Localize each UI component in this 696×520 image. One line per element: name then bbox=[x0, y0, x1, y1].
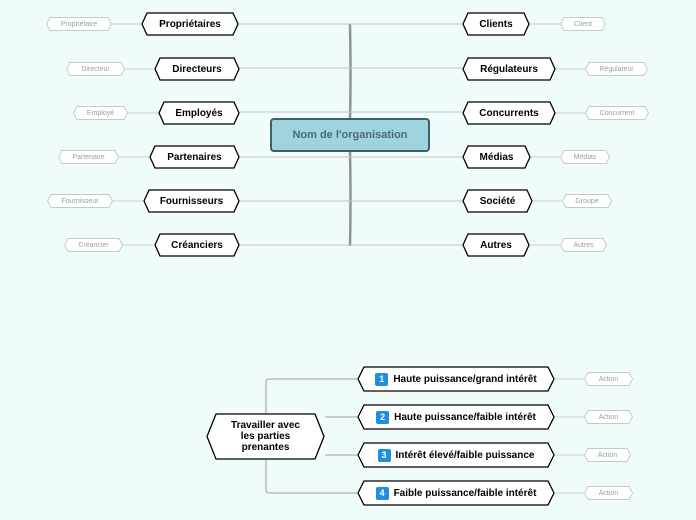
branch-societe[interactable]: Société bbox=[462, 189, 533, 213]
plan-connector bbox=[265, 460, 357, 494]
action-label: Action bbox=[598, 489, 619, 497]
branch-concurrents[interactable]: Concurrents bbox=[462, 101, 556, 125]
branch-label: Partenaires bbox=[167, 151, 222, 163]
subtopic-label: Partenaire bbox=[72, 153, 105, 161]
subtopic-employe[interactable]: Employé bbox=[72, 106, 129, 120]
branch-label: Autres bbox=[480, 239, 512, 251]
subtopic-label: Employé bbox=[86, 109, 115, 117]
branch-medias[interactable]: Médias bbox=[462, 145, 531, 169]
number-1-icon: 1 bbox=[375, 372, 389, 386]
central-topic[interactable]: Nom de l'organisation bbox=[270, 118, 430, 152]
plan-item-label: Haute puissance/grand intérêt bbox=[393, 373, 537, 385]
branch-label: Clients bbox=[479, 18, 513, 30]
branch-creanciers[interactable]: Créanciers bbox=[154, 233, 240, 257]
action-label: Action bbox=[597, 451, 618, 459]
subtopic-fournisseur[interactable]: Fournisseur bbox=[46, 194, 114, 208]
subtopic-label: Autres bbox=[573, 241, 594, 249]
subtopic-label: Groupe bbox=[575, 197, 599, 205]
subtopic-regulateur[interactable]: Régulateur bbox=[584, 62, 649, 76]
branch-label: Employés bbox=[175, 107, 223, 119]
branch-fournisseurs[interactable]: Fournisseurs bbox=[143, 189, 240, 213]
subtopic-label: Régulateur bbox=[599, 65, 634, 73]
action-2[interactable]: Action bbox=[583, 410, 634, 424]
plan-item-2[interactable]: 2 Haute puissance/faible intérêt bbox=[357, 404, 555, 430]
trunk-line bbox=[348, 23, 352, 120]
action-label: Action bbox=[598, 375, 619, 383]
subtopic-label: Fournisseur bbox=[61, 197, 99, 205]
branch-label: Société bbox=[479, 195, 516, 207]
subtopic-concurrent[interactable]: Concurrent bbox=[584, 106, 650, 120]
number-4-icon: 4 bbox=[375, 486, 389, 500]
trunk-line bbox=[348, 150, 352, 247]
action-3[interactable]: Action bbox=[583, 448, 632, 462]
action-1[interactable]: Action bbox=[583, 372, 634, 386]
branch-proprietaires[interactable]: Propriétaires bbox=[141, 12, 239, 36]
branch-clients[interactable]: Clients bbox=[462, 12, 530, 36]
plan-item-label: Haute puissance/faible intérêt bbox=[394, 411, 536, 423]
branch-label: Médias bbox=[479, 151, 514, 163]
branch-employes[interactable]: Employés bbox=[158, 101, 240, 125]
plan-root-label: Travailler avec les parties prenantes bbox=[231, 420, 300, 453]
subtopic-label: Propriétaire bbox=[60, 20, 98, 28]
subtopic-label: Créancier bbox=[78, 241, 109, 249]
action-label: Action bbox=[598, 413, 619, 421]
plan-item-label: Faible puissance/faible intérêt bbox=[393, 487, 537, 499]
subtopic-label: Client bbox=[574, 20, 592, 28]
number-3-icon: 3 bbox=[377, 448, 391, 462]
subtopic-creancier[interactable]: Créancier bbox=[63, 238, 124, 252]
plan-item-label: Intérêt élevé/faible puissance bbox=[395, 449, 535, 461]
subtopic-proprietaire[interactable]: Propriétaire bbox=[45, 17, 113, 31]
branch-label: Directeurs bbox=[172, 63, 222, 75]
branch-directeurs[interactable]: Directeurs bbox=[154, 57, 240, 81]
number-2-icon: 2 bbox=[376, 410, 390, 424]
plan-item-1[interactable]: 1 Haute puissance/grand intérêt bbox=[357, 366, 555, 392]
subtopic-label: Directeur bbox=[81, 65, 110, 73]
subtopic-label: Médias bbox=[573, 153, 597, 161]
plan-item-4[interactable]: 4 Faible puissance/faible intérêt bbox=[357, 480, 555, 506]
subtopic-autres[interactable]: Autres bbox=[559, 238, 608, 252]
plan-item-3[interactable]: 3 Intérêt élevé/faible puissance bbox=[357, 442, 555, 468]
subtopic-client[interactable]: Client bbox=[559, 17, 607, 31]
branch-label: Créanciers bbox=[171, 239, 223, 251]
branch-label: Concurrents bbox=[479, 107, 539, 119]
subtopic-groupe[interactable]: Groupe bbox=[561, 194, 613, 208]
subtopic-partenaire[interactable]: Partenaire bbox=[57, 150, 120, 164]
branch-label: Régulateurs bbox=[480, 63, 538, 75]
branch-partenaires[interactable]: Partenaires bbox=[149, 145, 240, 169]
subtopic-medias[interactable]: Médias bbox=[559, 150, 611, 164]
action-4[interactable]: Action bbox=[583, 486, 634, 500]
plan-root-topic[interactable]: Travailler avec les parties prenantes bbox=[206, 413, 325, 460]
branch-regulateurs[interactable]: Régulateurs bbox=[462, 57, 556, 81]
branch-label: Propriétaires bbox=[159, 18, 221, 30]
subtopic-directeur[interactable]: Directeur bbox=[65, 62, 126, 76]
subtopic-label: Concurrent bbox=[599, 109, 635, 117]
branch-autres[interactable]: Autres bbox=[462, 233, 530, 257]
plan-connector bbox=[265, 378, 357, 413]
branch-label: Fournisseurs bbox=[159, 195, 224, 207]
